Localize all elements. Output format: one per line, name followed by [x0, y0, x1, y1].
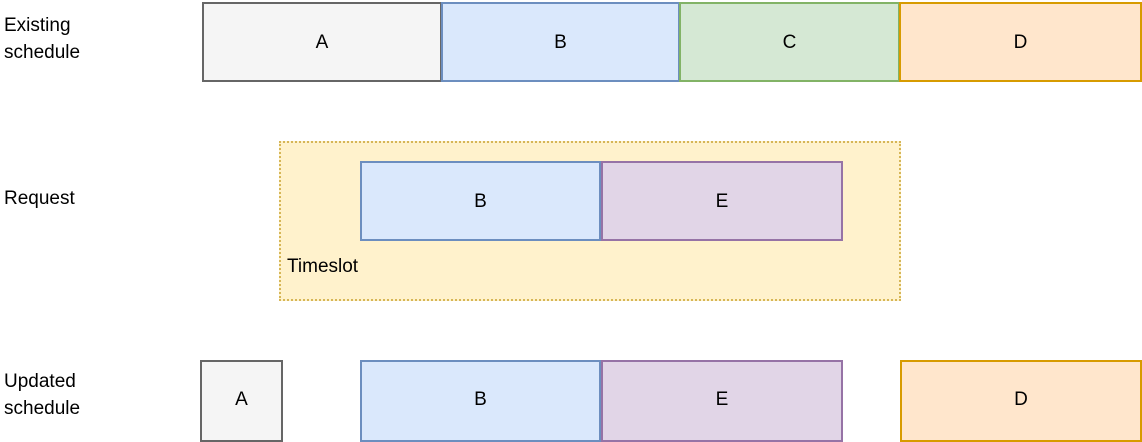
request-task-block-b[interactable]: B	[360, 161, 601, 241]
existing-schedule-row: A B C D	[0, 0, 1142, 86]
updated-task-block-a-label: A	[235, 388, 248, 410]
updated-task-block-e-label: E	[715, 388, 729, 410]
updated-task-block-d[interactable]: D	[900, 360, 1142, 442]
request-task-block-b-label: B	[474, 190, 487, 212]
row-label-updated-schedule: Updated schedule	[4, 371, 81, 419]
existing-task-block-d[interactable]: D	[899, 2, 1142, 82]
timeslot-caption: Timeslot	[287, 256, 359, 277]
existing-task-block-a[interactable]: A	[202, 2, 442, 82]
existing-task-block-c[interactable]: C	[679, 2, 900, 82]
request-task-block-e[interactable]: E	[601, 161, 843, 241]
updated-task-block-a[interactable]: A	[200, 360, 283, 442]
row-label-existing-schedule: Existing schedule	[4, 15, 81, 63]
updated-task-block-d-label: D	[1014, 388, 1028, 410]
row-label-request: Request	[4, 188, 75, 209]
updated-task-block-b[interactable]: B	[360, 360, 601, 442]
existing-task-block-b-label: B	[554, 31, 567, 53]
existing-task-block-d-label: D	[1013, 31, 1028, 53]
request-task-block-e-label: E	[715, 190, 729, 212]
updated-task-block-e[interactable]: E	[601, 360, 843, 442]
updated-task-block-b-label: B	[474, 388, 487, 410]
existing-task-block-a-label: A	[315, 31, 329, 53]
existing-task-block-b[interactable]: B	[441, 2, 680, 82]
existing-task-block-c-label: C	[782, 31, 797, 53]
